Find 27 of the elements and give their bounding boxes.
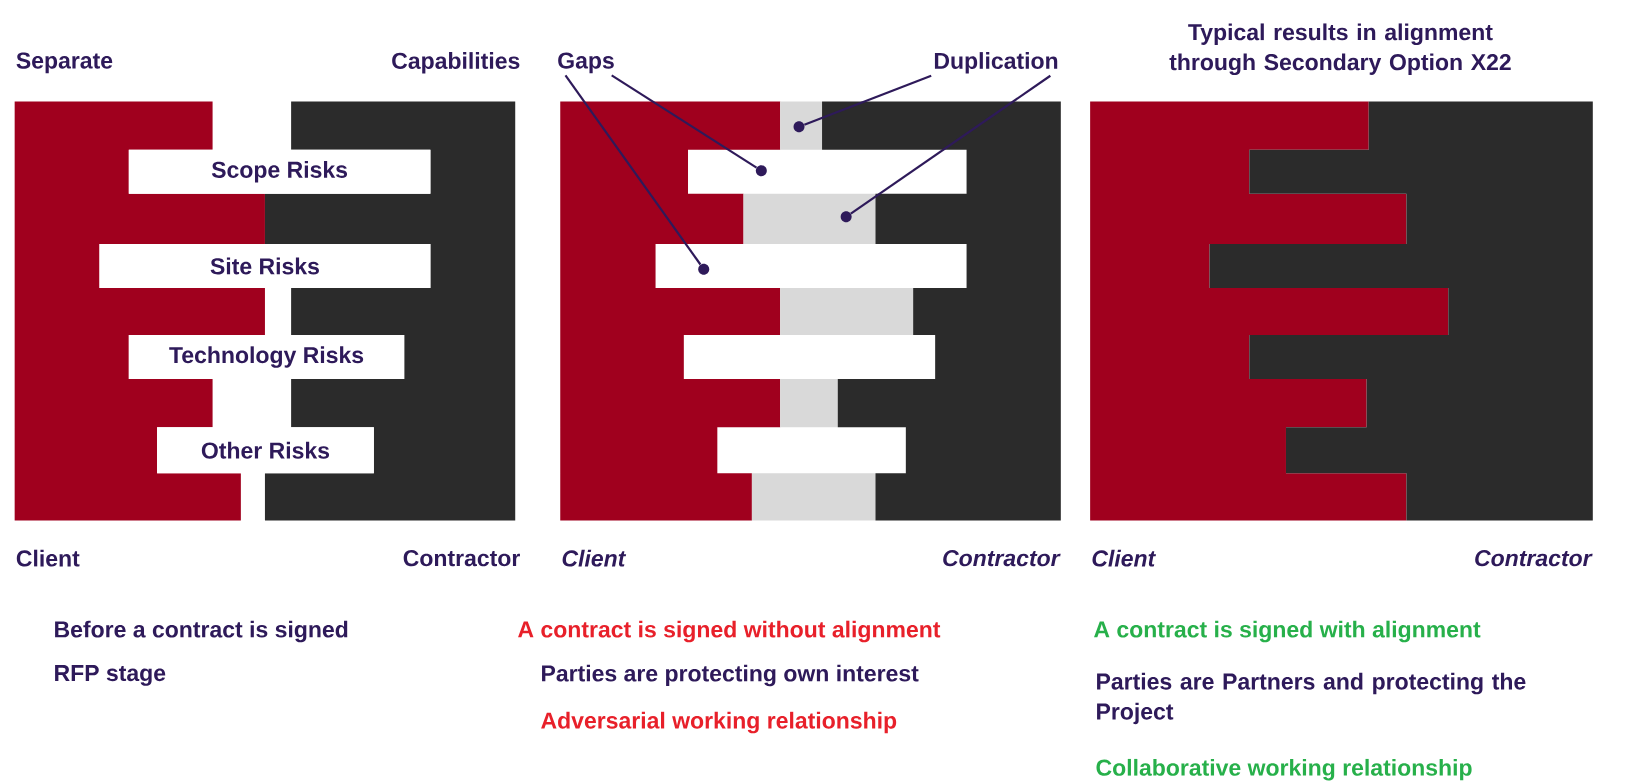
caption-text: RFP stage <box>55 664 166 686</box>
caption-text: A contract is signed without alignment <box>518 620 941 643</box>
callout-text: Duplication <box>934 52 1058 74</box>
leader-line <box>803 74 932 126</box>
caption-text: Client <box>562 549 627 567</box>
caption-text: Parties are protecting own interest <box>542 664 919 687</box>
caption-text: Contractor <box>1475 549 1593 567</box>
caption-text: Before a contract is signed <box>55 620 348 643</box>
caption-text: Collaborative working relationship <box>1096 758 1472 781</box>
callout-text: Gaps <box>558 52 614 74</box>
caption-text: Typical results in alignment through Secondary Option X22 <box>1169 23 1511 75</box>
leader-line <box>850 74 1051 215</box>
caption-text: A contract is signed with alignment <box>1094 620 1481 643</box>
risk-bar: Site Risks <box>99 243 431 288</box>
caption-text: Parties are Partners and protecting the Project <box>1097 672 1526 725</box>
leader-line <box>564 74 702 265</box>
risk-bar: Other Risks <box>157 427 374 474</box>
caption-text: Client <box>1092 549 1157 567</box>
risk-bar: Scope Risks <box>128 149 431 194</box>
caption-text: Adversarial working relationship <box>541 711 897 734</box>
caption-text: Contractor <box>943 549 1061 567</box>
leader-line <box>611 74 758 169</box>
caption-text: Separate <box>16 52 113 74</box>
caption-text: Capabilities <box>392 52 520 74</box>
risk-bar: Technology Risks <box>128 335 405 379</box>
caption-text: Client <box>16 549 80 567</box>
caption-text: Contractor <box>403 549 520 567</box>
